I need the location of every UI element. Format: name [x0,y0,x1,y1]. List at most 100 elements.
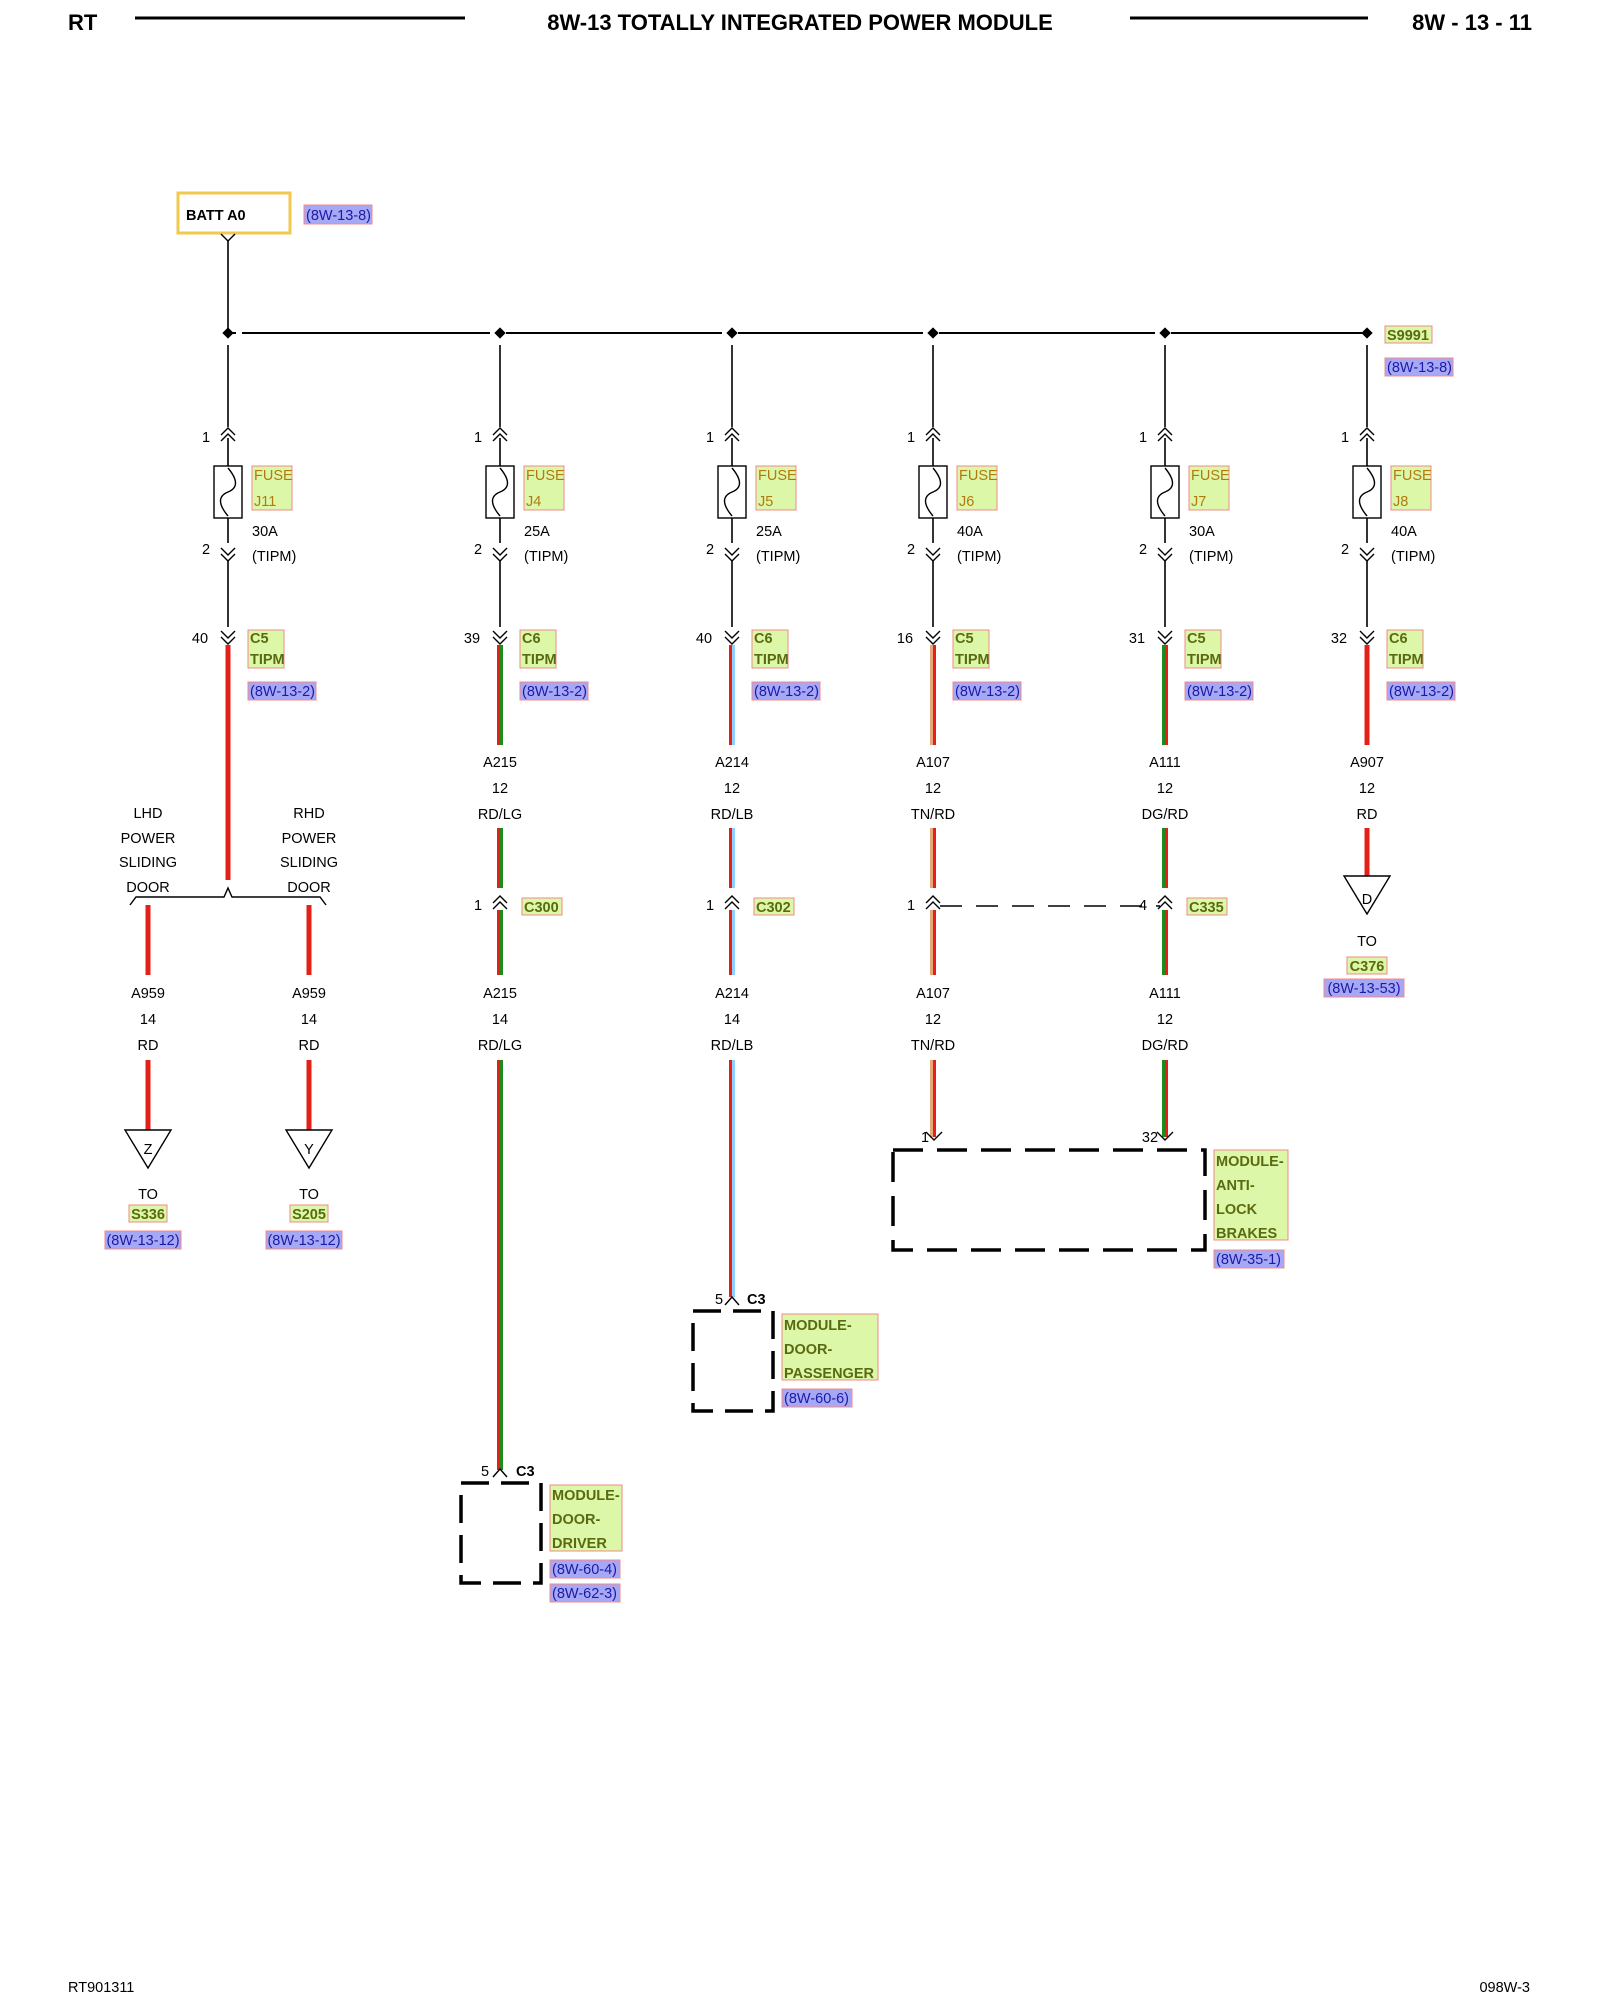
wire-code: A214 [715,986,749,1002]
rhd-ref[interactable]: (8W-13-12) [267,1233,340,1249]
driver-ref-1[interactable]: (8W-60-4) [552,1562,617,1578]
fuse-element-icon [723,467,741,517]
splice-ref[interactable]: (8W-13-8) [1387,360,1452,376]
inline-pin: 4 [1139,898,1147,914]
fuse-location: (TIPM) [524,549,568,565]
fuse-pin-in: 1 [706,430,714,446]
fuse-label-bg [251,465,293,511]
connector-chevron-icon [1157,636,1173,645]
wire-color: DG/RD [1142,1038,1189,1054]
fuse-id: J11 [254,494,276,510]
wire-gauge: 12 [1157,781,1173,797]
wire-code: A214 [715,755,749,771]
tipm-ref[interactable]: (8W-13-2) [754,684,819,700]
passenger-line3: PASSENGER [784,1366,875,1382]
fuse-pin-out: 2 [202,542,210,558]
driver-line1: MODULE- [552,1488,620,1504]
fuse-pin-in: 1 [474,430,482,446]
rhd-line2: POWER [282,831,337,847]
connector-chevron-icon [925,433,941,442]
fuse-pin-in: 1 [907,430,915,446]
triangle-marker-icon [123,1129,173,1170]
fuse-id: J4 [526,494,541,510]
passenger-ref[interactable]: (8W-60-6) [784,1391,849,1407]
rhd-dest-bg [289,1204,329,1223]
tipm-ref[interactable]: (8W-13-2) [250,684,315,700]
inline-pin: 1 [706,898,714,914]
tipm-ref[interactable]: (8W-13-2) [522,684,587,700]
module-door-passenger: 5 C3 MODULE- DOOR- PASSENGER (8W-60-6) [691,1292,879,1413]
rhd-dest: S205 [292,1207,326,1223]
fuse-pin-out: 2 [706,542,714,558]
wire-color: RD/LB [711,807,754,823]
splice-label-bg [1384,325,1433,344]
tipm-conn: C6 [754,631,773,647]
triangle-marker-icon [284,1129,334,1170]
driver-ref-2[interactable]: (8W-62-3) [552,1586,617,1602]
batt-ref[interactable]: (8W-13-8) [306,208,371,224]
fuse-word: FUSE [758,468,797,484]
connector-chevron-icon [925,427,941,436]
splice-ref-bg [1384,357,1454,377]
tipm-conn-bg [1184,629,1222,669]
abs-line4: BRAKES [1216,1226,1278,1242]
lhd-wire-gauge: 14 [140,1012,156,1028]
tipm-conn-bg [1386,629,1424,669]
rhd-marker: Y [304,1142,314,1158]
connector-chevron-icon [492,636,508,645]
inline-conn-bg [753,897,795,916]
tipm-ref-bg [247,681,317,701]
j8-ref[interactable]: (8W-13-53) [1327,981,1400,997]
tipm-ref-bg [1184,681,1254,701]
connector-chevron-icon [925,547,941,556]
connector-chevron-icon [724,636,740,645]
fuse-rating: 40A [957,524,983,540]
rhd-line1: RHD [293,806,324,822]
inline-pin: 1 [907,898,915,914]
wire-color: RD/LB [711,1038,754,1054]
connector-chevron-icon [492,433,508,442]
rhd-line4: DOOR [287,880,331,896]
fuse-id: J6 [959,494,974,510]
connector-chevron-icon [1157,630,1173,639]
tipm-conn: C6 [1389,631,1408,647]
fuse-pin-in: 1 [1341,430,1349,446]
connector-chevron-icon [220,630,236,639]
tipm-conn: C6 [522,631,541,647]
connector-chevron-icon [220,433,236,442]
tipm-conn: C5 [1187,631,1206,647]
fuse-pin-out: 2 [1341,542,1349,558]
fuse-word: FUSE [959,468,998,484]
passenger-pin: 5 [715,1292,723,1308]
tipm-ref[interactable]: (8W-13-2) [955,684,1020,700]
fuse-word: FUSE [254,468,293,484]
lhd-line4: DOOR [126,880,170,896]
connector-chevron-icon [220,547,236,556]
tipm-ref[interactable]: (8W-13-2) [1187,684,1252,700]
fuse-location: (TIPM) [756,549,800,565]
tipm-conn-sub: TIPM [1389,652,1424,668]
fuse-rating: 30A [252,524,278,540]
fuse-element-icon [219,467,237,517]
tipm-pin: 31 [1129,631,1145,647]
connector-chevron-icon [1359,433,1375,442]
connector-chevron-icon [492,895,508,904]
connector-chevron-icon [492,901,508,910]
fuse-id: J7 [1191,494,1206,510]
fuse-element-icon [1358,467,1376,517]
connector-chevron-icon [724,547,740,556]
tipm-ref[interactable]: (8W-13-2) [1389,684,1454,700]
connector-chevron-icon [925,895,941,904]
connector-chevron-icon [492,547,508,556]
fuse-label-bg [956,465,998,511]
tipm-ref-bg [1386,681,1456,701]
fuse-element-icon [1156,467,1174,517]
abs-ref[interactable]: (8W-35-1) [1216,1252,1281,1268]
connector-chevron-icon [220,427,236,436]
fuse-id: J5 [758,494,773,510]
inline-gap [723,888,741,910]
lhd-ref[interactable]: (8W-13-12) [106,1233,179,1249]
